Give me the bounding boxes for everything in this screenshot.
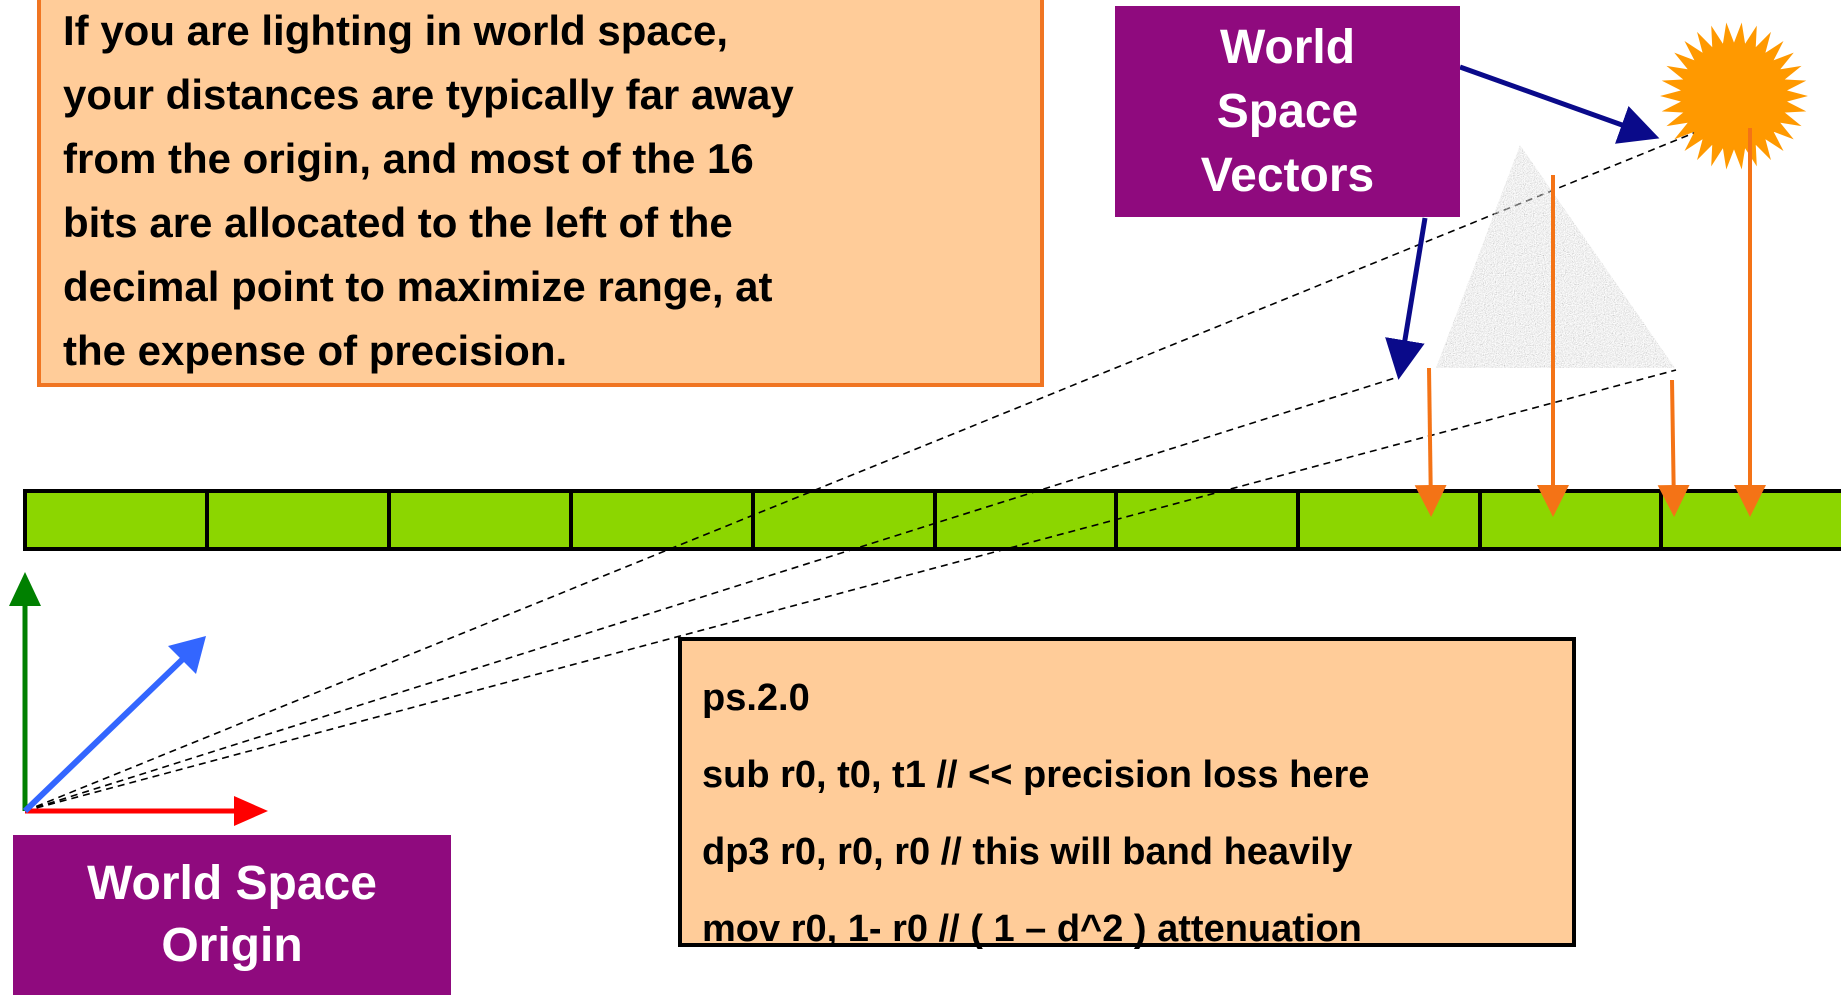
shader-code-box: ps.2.0 sub r0, t0, t1 // << precision lo… [678, 637, 1576, 950]
label-line: World Space [87, 857, 377, 910]
label-line: World [1219, 20, 1356, 74]
vector-arrow [1385, 217, 1428, 380]
sun-icon [1660, 22, 1808, 170]
world-space-vectors-label: World Space Vectors [1115, 6, 1460, 217]
label-line: Space [1216, 84, 1359, 138]
note-line: decimal point to maximize range, at [63, 263, 773, 310]
note-line: the expense of precision. [63, 327, 568, 374]
origin-axes [9, 572, 268, 826]
label-line: Origin [161, 919, 303, 972]
code-line: ps.2.0 [702, 677, 810, 719]
note-line: from the origin, and most of the 16 [63, 135, 754, 182]
projection-arrow [1414, 367, 1447, 517]
label-line: Vectors [1200, 148, 1375, 202]
vector-arrows [1385, 64, 1660, 380]
projection-arrows [1414, 128, 1766, 517]
code-line: sub r0, t0, t1 // << precision loss here [702, 754, 1370, 796]
vector-arrow [1459, 64, 1660, 144]
world-space-origin-label: World Space Origin [13, 835, 451, 995]
note-line: If you are lighting in world space, [63, 7, 729, 54]
note-line: your distances are typically far away [63, 71, 794, 118]
projection-arrow [1657, 379, 1690, 517]
note-line: bits are allocated to the left of the [63, 199, 733, 246]
dashed-vector-lines [24, 110, 1749, 812]
code-line: mov r0, 1- r0 // ( 1 – d^2 ) attenuation [702, 908, 1362, 950]
bit-bar [23, 489, 1841, 551]
explanation-note: If you are lighting in world space, your… [37, 0, 1044, 387]
code-line: dp3 r0, r0, r0 // this will band heavily [702, 831, 1353, 873]
